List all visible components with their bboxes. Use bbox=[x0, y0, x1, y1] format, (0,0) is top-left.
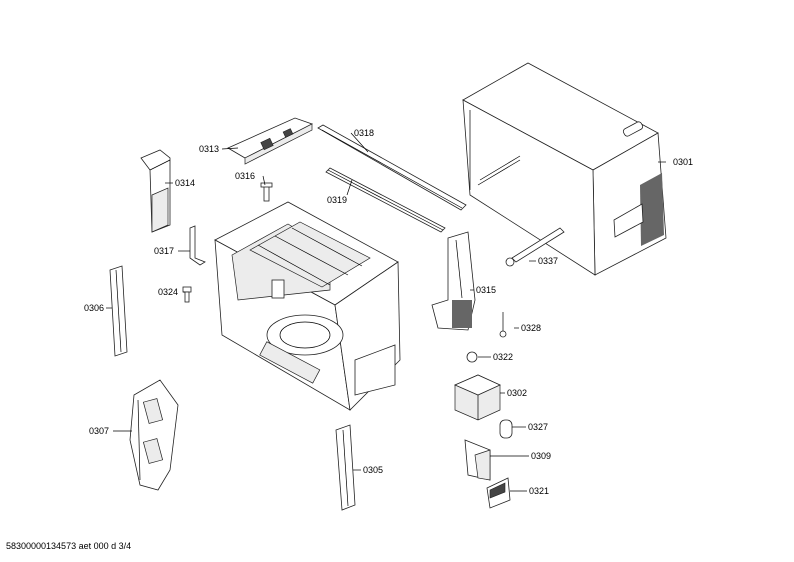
part-0322-knob bbox=[466, 351, 478, 363]
label-0314: 0314 bbox=[175, 178, 195, 188]
label-0328: 0328 bbox=[521, 323, 541, 333]
part-0337-sensor bbox=[505, 227, 565, 267]
part-0315-plate bbox=[431, 231, 476, 331]
part-0316-bracket bbox=[260, 182, 273, 202]
part-0309-bracket bbox=[464, 439, 491, 481]
part-0328-cable bbox=[499, 312, 507, 338]
label-0319: 0319 bbox=[327, 195, 347, 205]
part-0306-side-strip bbox=[109, 265, 128, 357]
label-0327: 0327 bbox=[528, 422, 548, 432]
part-0302-transformer bbox=[453, 374, 501, 421]
part-0324-screw bbox=[182, 286, 192, 303]
part-0317-bracket bbox=[189, 225, 206, 266]
part-0307-interlock-assembly bbox=[129, 379, 179, 491]
label-0318: 0318 bbox=[354, 128, 374, 138]
label-0321: 0321 bbox=[529, 486, 549, 496]
document-footer-id: 58300000134573 aet 000 d 3/4 bbox=[6, 541, 132, 551]
label-0322: 0322 bbox=[493, 352, 513, 362]
label-0337: 0337 bbox=[538, 256, 558, 266]
leader-lines bbox=[106, 132, 666, 492]
label-0306: 0306 bbox=[84, 303, 104, 313]
part-0321-holder bbox=[486, 477, 511, 509]
part-0319-rod bbox=[325, 167, 446, 233]
part-0318-strip bbox=[317, 124, 467, 211]
part-0327-capacitor bbox=[499, 419, 513, 439]
label-0307: 0307 bbox=[89, 426, 109, 436]
part-0301-housing-cover bbox=[462, 62, 667, 276]
label-0302: 0302 bbox=[507, 388, 527, 398]
label-0301: 0301 bbox=[673, 157, 693, 167]
label-0317: 0317 bbox=[154, 246, 174, 256]
label-0305: 0305 bbox=[363, 465, 383, 475]
label-0316: 0316 bbox=[235, 171, 255, 181]
part-labels: 0301 0302 0305 0306 0307 0309 0313 0314 … bbox=[84, 128, 693, 496]
main-cavity-chassis bbox=[214, 201, 401, 411]
label-0309: 0309 bbox=[531, 451, 551, 461]
label-0315: 0315 bbox=[476, 285, 496, 295]
label-0313: 0313 bbox=[199, 144, 219, 154]
part-0305-front-strip bbox=[335, 424, 356, 511]
part-0313-top-cover bbox=[227, 117, 314, 165]
label-0324: 0324 bbox=[158, 287, 178, 297]
part-0314-duct bbox=[140, 149, 171, 233]
